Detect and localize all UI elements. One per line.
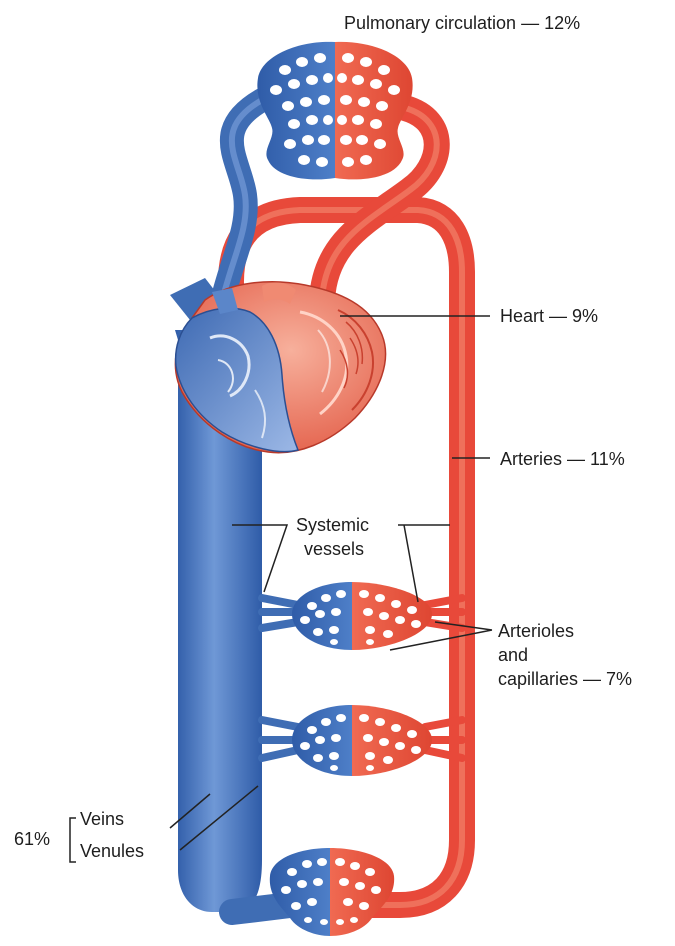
veins-label: Veins xyxy=(80,808,124,830)
arteries-vessel xyxy=(231,108,462,905)
veins-group-percent-label: 61% xyxy=(14,828,50,850)
pulmonary-circulation-label: Pulmonary circulation — 12% xyxy=(344,12,580,34)
systemic-vessels-label-line1: Systemic xyxy=(296,514,369,536)
systemic-vessels-label-line2: vessels xyxy=(304,538,364,560)
systemic-leader-right xyxy=(398,525,450,602)
arteries-label: Arteries — 11% xyxy=(500,448,625,470)
arterioles-label-line1: Arterioles xyxy=(498,620,574,642)
arterioles-label-line3: capillaries — 7% xyxy=(498,668,632,690)
pulmonary-capillary-bed xyxy=(257,42,412,180)
arterioles-label-line2: and xyxy=(498,644,528,666)
heart-label: Heart — 9% xyxy=(500,305,598,327)
systemic-capillary-bed-lower xyxy=(262,705,462,776)
veins-bracket xyxy=(70,818,76,862)
venules-label: Venules xyxy=(80,840,144,862)
systemic-capillary-bed-bottom xyxy=(270,848,394,936)
systemic-capillary-bed-upper xyxy=(262,582,462,650)
